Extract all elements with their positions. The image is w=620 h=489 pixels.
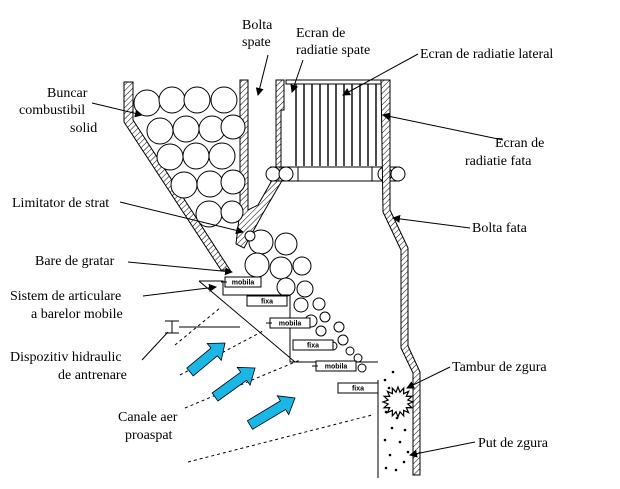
- label-sistem-2: a barelor mobile: [31, 307, 123, 322]
- fuel-balls: [133, 86, 367, 373]
- label-canale-2: proaspat: [125, 428, 173, 443]
- slag-dot: [394, 468, 398, 472]
- air-channel-dash-3: [184, 359, 301, 409]
- slag-dot: [391, 370, 395, 374]
- label-bolta-spate-2: spate: [242, 35, 271, 50]
- radiation-screen-tubes: [295, 84, 377, 166]
- grate-bar-label: fixa: [261, 299, 273, 306]
- fuel-ball: [195, 200, 223, 228]
- air-arrow: [186, 342, 226, 377]
- grate-bar-label: fixa: [352, 386, 364, 393]
- fuel-ball: [156, 143, 184, 171]
- label-ecran-lateral: Ecran de radiatie lateral: [420, 47, 553, 62]
- fuel-ball: [312, 297, 326, 311]
- fuel-ball: [146, 117, 174, 145]
- air-arrow: [246, 395, 296, 430]
- grate-bar-4: fixa: [292, 339, 334, 351]
- fuel-ball: [182, 142, 210, 170]
- fuel-ball: [333, 321, 345, 333]
- label-ecran-spate-2: radiatie spate: [296, 43, 370, 58]
- slag-drum: [381, 385, 415, 419]
- slag-dot: [384, 466, 388, 470]
- slag-dot: [384, 410, 388, 414]
- fuel-ball: [133, 89, 161, 117]
- label-sistem-1: Sistem de articulare: [10, 289, 121, 304]
- air-channel-dash-1: [174, 307, 221, 346]
- back-vault-wall: [275, 79, 285, 171]
- fuel-ball: [210, 86, 238, 114]
- label-ecran-fata-2: radiatie fata: [465, 154, 532, 169]
- label-ecran-spate-1: Ecran de: [296, 26, 345, 41]
- slag-dot: [398, 440, 402, 444]
- grate-bar-5: mobila: [312, 360, 357, 372]
- fuel-ball: [296, 280, 314, 298]
- label-dispozitiv-1: Dispozitiv hidraulic: [10, 350, 122, 365]
- label-ecran-fata-1: Ecran de: [495, 136, 544, 151]
- label-bare-gratar: Bare de gratar: [35, 254, 115, 269]
- collector-left-end: [265, 166, 281, 182]
- fuel-ball: [293, 297, 309, 313]
- collector-left-end-2: [278, 166, 294, 182]
- fuel-ball: [276, 277, 296, 297]
- fuel-ball: [244, 252, 270, 278]
- label-tambur: Tambur de zgura: [452, 360, 547, 375]
- fuel-ball: [345, 346, 355, 356]
- fuel-ball: [170, 171, 198, 199]
- slag-dot: [406, 450, 410, 454]
- label-bolta-fata: Bolta fata: [472, 221, 528, 236]
- fuel-ball: [220, 169, 246, 195]
- slag-dot: [403, 428, 407, 432]
- fuel-ball: [269, 256, 293, 280]
- grate-bar-3: mobila: [266, 317, 311, 329]
- fuel-ball: [158, 86, 186, 114]
- grate-support-line: [198, 280, 296, 363]
- label-canale-1: Canale aer: [118, 410, 178, 425]
- fuel-ball: [220, 114, 246, 140]
- grate-bars: mobila fixa mobila fixa mobila fixa: [221, 276, 379, 394]
- fuel-ball: [172, 115, 200, 143]
- grate-support-frame: [199, 280, 378, 363]
- fuel-ball: [220, 200, 244, 224]
- fuel-ball: [196, 170, 224, 198]
- slag-dot: [388, 453, 392, 457]
- slag-dot: [387, 386, 391, 390]
- grate-bar-label: mobila: [325, 364, 348, 371]
- collector-right-end-2: [390, 166, 406, 182]
- grate-bar-2: fixa: [246, 295, 288, 307]
- fuel-ball: [337, 334, 349, 346]
- fuel-ball: [319, 311, 331, 323]
- label-dispozitiv-2: de antrenare: [58, 368, 127, 383]
- air-arrow: [211, 366, 256, 402]
- fuel-ball: [315, 325, 327, 337]
- slag-dot: [390, 426, 394, 430]
- label-buncar-1: Buncar: [47, 86, 88, 101]
- air-channel-dash-4: [187, 414, 373, 463]
- slag-dots: [383, 370, 410, 472]
- grate-bar-label: mobila: [279, 321, 302, 328]
- label-put: Put de zgura: [478, 436, 549, 451]
- fuel-ball: [357, 363, 367, 373]
- slag-dot: [402, 460, 406, 464]
- grate-bar-1: mobila: [221, 276, 262, 288]
- fuel-ball: [274, 232, 298, 256]
- fresh-air-arrows: [186, 342, 296, 430]
- fuel-ball: [208, 142, 236, 170]
- label-buncar-3: solid: [70, 121, 97, 136]
- layer-limiter: [244, 230, 256, 242]
- hydraulic-actuator: [165, 320, 240, 334]
- grate-bar-label: fixa: [307, 343, 319, 350]
- label-bolta-spate-1: Bolta: [242, 18, 273, 33]
- fuel-ball: [183, 86, 211, 114]
- slag-dot: [383, 378, 387, 382]
- leader-lines: [91, 53, 504, 458]
- front-vault-wall: [380, 79, 421, 476]
- label-buncar-2: combustibil: [19, 103, 85, 118]
- fuel-ball: [292, 256, 312, 276]
- grate-bar-6: fixa: [337, 382, 379, 394]
- grate-bar-label: mobila: [232, 280, 255, 287]
- label-limitator: Limitator de strat: [12, 196, 109, 211]
- slag-dot: [383, 438, 387, 442]
